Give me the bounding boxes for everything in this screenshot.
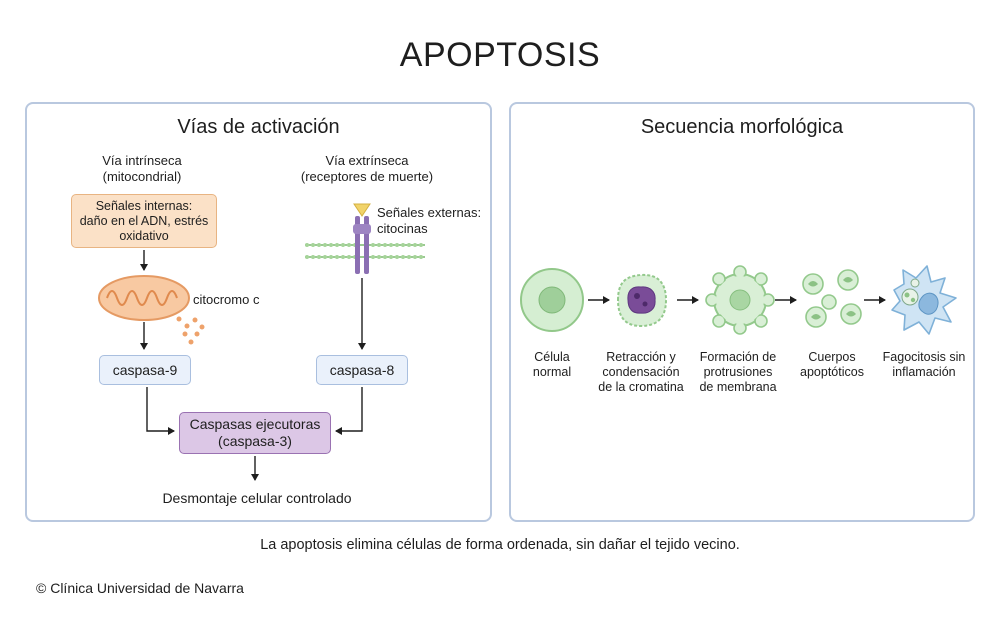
- stage-label-chromatin-condensation: Retracción y condensación de la cromatin…: [598, 350, 684, 394]
- caspase8-box: caspasa-8: [316, 355, 408, 385]
- macrophage-icon: [891, 265, 957, 335]
- stage-label-apoptotic-bodies: Cuerpos apoptóticos: [800, 350, 864, 379]
- chromatin-condensation-icon: [616, 273, 668, 328]
- internal-signals-box: Señales internas: daño en el ADN, estrés…: [71, 194, 217, 248]
- apoptotic-bodies-icon: [802, 269, 862, 328]
- morphological-sequence-title: Secuencia morfológica: [640, 116, 844, 138]
- caspase9-box: caspasa-9: [99, 355, 191, 385]
- arrow-caspase9-to-executioner: [146, 387, 175, 435]
- morphology-diagram: [520, 265, 957, 335]
- mitochondrion-icon: [98, 275, 190, 321]
- stage-label-membrane-blebbing: Formación de protrusiones de membrana: [699, 350, 777, 394]
- figure-caption: La apoptosis elimina células de forma or…: [260, 537, 740, 553]
- extrinsic-pathway-heading: Vía extrínseca (receptores de muerte): [300, 153, 434, 184]
- death-receptor-icon: [353, 203, 371, 274]
- morphological-sequence-panel: Secuencia morfológica: [509, 102, 975, 522]
- stage-label-normal-cell: Célula normal: [532, 350, 572, 379]
- copyright-notice: © Clínica Universidad de Navarra: [36, 580, 244, 596]
- activation-pathways-panel: Vías de activación Vía intrínseca (mitoc…: [25, 102, 492, 522]
- stage-label-phagocytosis: Fagocitosis sin inflamación: [882, 350, 966, 379]
- cytochrome-c-dots: [176, 316, 205, 345]
- intrinsic-pathway-heading: Vía intrínseca (mitocondrial): [102, 153, 182, 184]
- external-signals-label: Señales externas: citocinas: [377, 205, 482, 236]
- cytochrome-c-label: citocromo c: [193, 292, 260, 307]
- page-title: APOPTOSIS: [399, 36, 601, 74]
- membrane-blebbing-icon: [705, 265, 775, 335]
- pathway-diagram: [98, 203, 425, 481]
- normal-cell-icon: [520, 268, 584, 332]
- activation-pathways-title: Vías de activación: [177, 116, 340, 138]
- controlled-disassembly-label: Desmontaje celular controlado: [162, 490, 352, 506]
- executioner-caspases-box: Caspasas ejecutoras (caspasa-3): [179, 412, 331, 454]
- arrow-caspase8-to-executioner: [335, 387, 363, 435]
